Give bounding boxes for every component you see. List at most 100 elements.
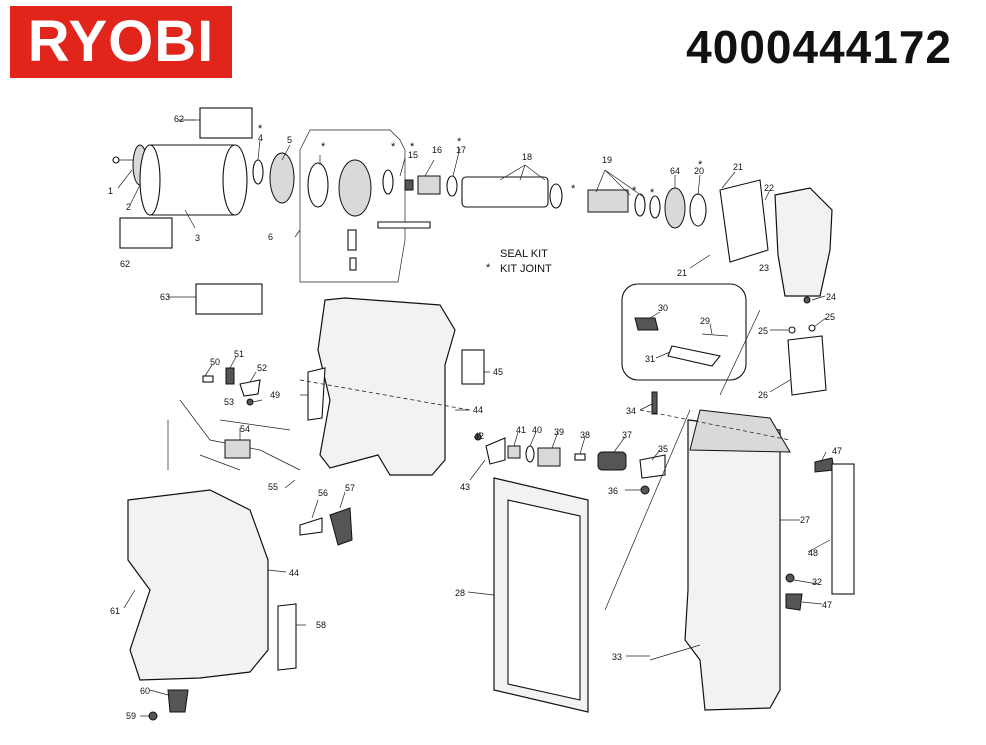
part-label-52: 52 [257, 363, 267, 373]
part-label-22: 22 [764, 183, 774, 193]
part-label-35: 35 [658, 444, 668, 454]
part-label-42: 42 [474, 431, 484, 441]
screw-33 [649, 644, 701, 661]
flange-5 [269, 152, 295, 204]
seal-kit-legend: * SEAL KIT KIT JOINT [486, 248, 552, 275]
part-label-27: 27 [800, 515, 810, 525]
part-label-28: 28 [455, 588, 465, 598]
part-label-30: 30 [658, 303, 668, 313]
part-label-3: 3 [195, 233, 200, 243]
drive-assembly [112, 107, 833, 297]
seal-marker-6a: * [321, 141, 326, 153]
panel-45 [461, 349, 485, 385]
seal-markers: * * * * * * * * * [258, 123, 703, 199]
part-label-16: 16 [432, 145, 442, 155]
seal-marker-6b: * [391, 141, 396, 153]
nose-components [469, 391, 666, 495]
bolt-34 [651, 391, 658, 415]
part-label-21-bottom: 21 [677, 268, 687, 278]
part-label-47-top: 47 [832, 446, 842, 456]
latch-31 [667, 345, 721, 367]
part-label-17: 17 [456, 145, 466, 155]
part-label-53: 53 [224, 397, 234, 407]
washer-25a [788, 326, 796, 334]
part-label-24: 24 [826, 292, 836, 302]
part-label-43: 43 [460, 482, 470, 492]
part-label-18: 18 [522, 152, 532, 162]
sleeve-16 [417, 175, 441, 195]
part-label-40: 40 [532, 425, 542, 435]
label-58 [277, 603, 297, 671]
seal-marker-19c: * [650, 187, 655, 199]
lever-52 [239, 379, 261, 397]
label-plate-62-bottom [119, 217, 173, 249]
seal-marker-15: * [410, 141, 415, 153]
part-label-41: 41 [516, 425, 526, 435]
ryobi-logo: RYOBI [10, 6, 232, 78]
legend-kit-joint: KIT JOINT [500, 263, 552, 275]
piston-head-6 [338, 159, 372, 217]
assembled-housing [127, 489, 269, 681]
panel-49 [307, 367, 326, 421]
part-label-56: 56 [318, 488, 328, 498]
seal-marker-19b: * [632, 185, 637, 197]
part-label-47-bottom: 47 [822, 600, 832, 610]
washer-25b [808, 324, 816, 332]
trigger-57 [329, 507, 353, 546]
bearing-64 [664, 187, 686, 229]
pin-38 [574, 453, 586, 461]
part-label-33: 33 [612, 652, 622, 662]
screw-24 [803, 296, 811, 304]
bushing-41 [507, 445, 521, 459]
clip-47-top [814, 457, 835, 473]
seal-marker-19a: * [571, 183, 576, 195]
seal-marker-4: * [258, 123, 263, 135]
part-label-58: 58 [316, 620, 326, 630]
screw-59 [148, 711, 158, 721]
part-number-labels: 1 2 3 4 5 6 15 16 17 18 19 20 21 21 22 2… [108, 114, 842, 721]
part-label-37: 37 [622, 430, 632, 440]
part-label-51: 51 [234, 349, 244, 359]
part-label-61: 61 [110, 606, 120, 616]
part-label-26: 26 [758, 390, 768, 400]
part-label-49: 49 [270, 390, 280, 400]
part-label-62-bottom: 62 [120, 259, 130, 269]
label-63 [195, 283, 263, 315]
nose-body-assembly [604, 295, 855, 711]
part-label-36: 36 [608, 486, 618, 496]
part-label-54: 54 [240, 424, 250, 434]
part-label-62-top: 62 [174, 114, 184, 124]
latch-30 [634, 317, 659, 331]
strip-48 [831, 463, 855, 595]
housing-half-44 [317, 297, 456, 476]
part-label-19: 19 [602, 155, 612, 165]
part-label-59: 59 [126, 711, 136, 721]
part-label-38: 38 [580, 430, 590, 440]
clip-60 [167, 689, 189, 713]
nose-body-27 [684, 419, 781, 711]
gear-20 [689, 193, 707, 227]
plate-35 [639, 454, 666, 479]
part-label-25-left: 25 [758, 326, 768, 336]
o-ring-4 [252, 159, 264, 185]
part-label-25-right: 25 [825, 312, 835, 322]
seal-marker-17: * [457, 136, 462, 148]
detail-callout [621, 283, 747, 381]
valve-assembly-19 [587, 189, 629, 213]
label-plate-62-top [199, 107, 253, 139]
brand-text: RYOBI [27, 9, 215, 74]
part-label-2: 2 [126, 202, 131, 212]
legend-seal-kit: SEAL KIT [500, 248, 548, 260]
part-label-20: 20 [694, 166, 704, 176]
part-label-60: 60 [140, 686, 150, 696]
part-label-29: 29 [700, 316, 710, 326]
gear-motor-23 [774, 187, 833, 297]
callout-bubble [621, 283, 747, 381]
seal-marker-20: * [698, 159, 703, 171]
model-number: 4000444172 [686, 21, 952, 73]
part-label-32: 32 [812, 577, 822, 587]
part-label-34: 34 [626, 406, 636, 416]
part-label-21-top: 21 [733, 162, 743, 172]
pcb-54 [224, 439, 251, 459]
mount-plate-22 [719, 179, 769, 263]
